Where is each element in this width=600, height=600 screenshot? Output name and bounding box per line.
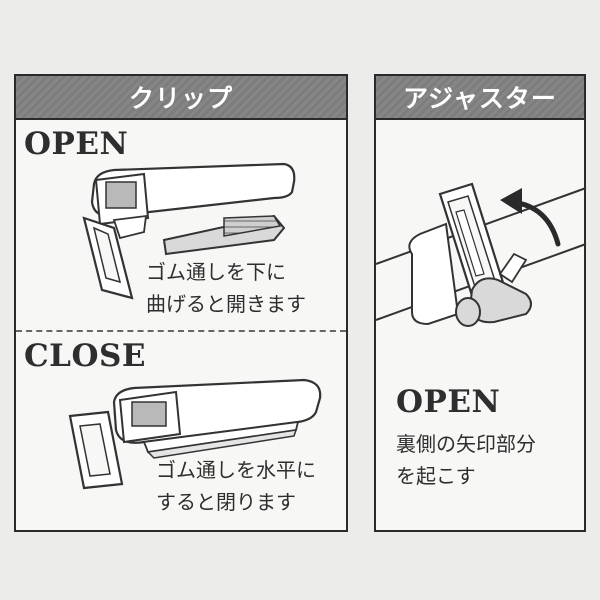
- adjuster-illustration: [375, 182, 587, 327]
- clip-open-heading: OPEN: [24, 126, 129, 162]
- clip-divider: [16, 330, 346, 332]
- clip-open-note-line1: ゴム通しを下に: [146, 260, 286, 284]
- adjuster-note-line2: を起こす: [396, 464, 476, 488]
- adjuster-note-line1: 裏側の矢印部分: [396, 432, 536, 456]
- clip-close-note-line1: ゴム通しを水平に: [156, 458, 316, 482]
- clip-open-illustration: [82, 162, 296, 300]
- clip-close-illustration: [68, 378, 322, 490]
- clip-close-heading: CLOSE: [24, 338, 146, 374]
- clip-panel: クリップ OPEN ゴム通しを下に 曲げると開きます CLOSE: [14, 74, 348, 532]
- clip-close-note-line2: すると閉ります: [156, 490, 296, 514]
- adjuster-heading: OPEN: [396, 384, 501, 420]
- adjuster-header-label: アジャスター: [403, 84, 557, 113]
- clip-open-note-line2: 曲げると開きます: [146, 292, 306, 316]
- clip-header: クリップ: [16, 76, 346, 120]
- adjuster-header: アジャスター: [376, 76, 584, 120]
- clip-header-label: クリップ: [128, 84, 233, 113]
- adjuster-panel: アジャスター OPEN 裏側の矢印部分 を起こす: [374, 74, 587, 532]
